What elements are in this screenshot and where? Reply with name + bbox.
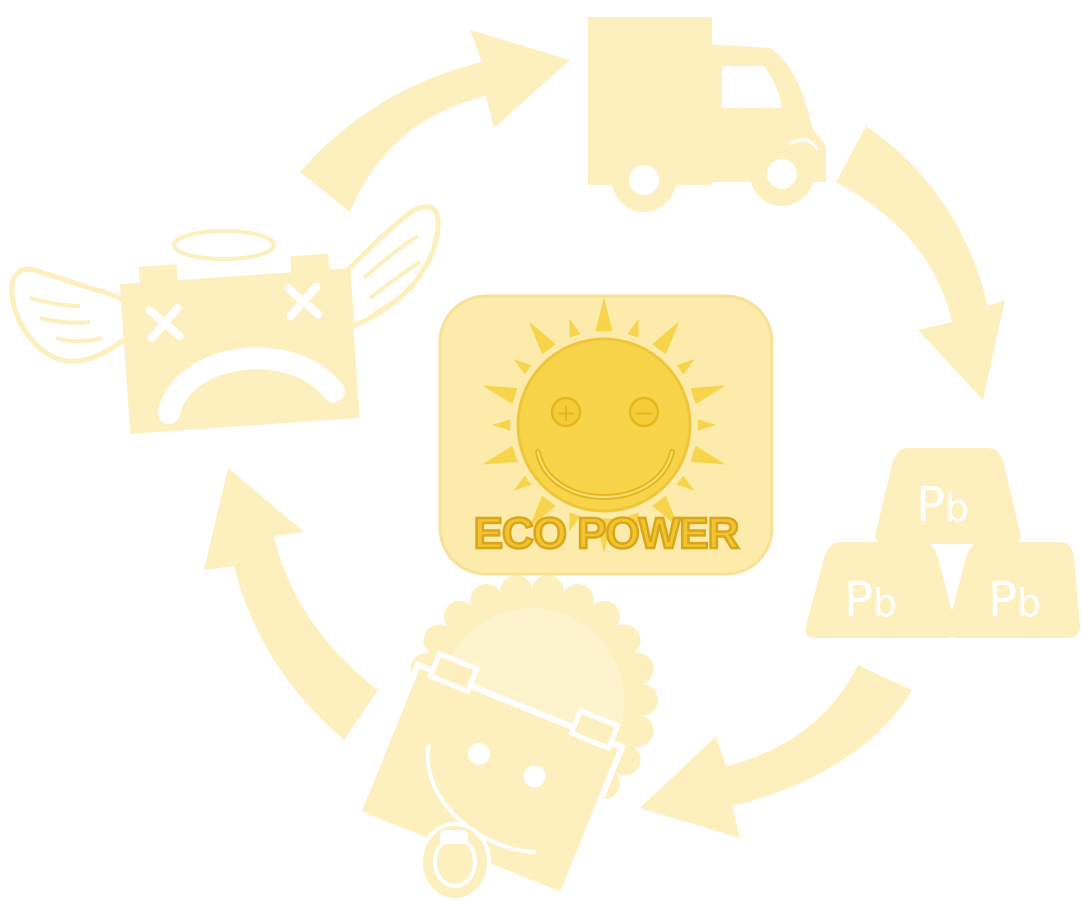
cycle-arrow-2 [836, 126, 1005, 400]
svg-text:Pb: Pb [916, 477, 969, 533]
ingot-top-sub: b [945, 486, 969, 530]
bonnet-scallop [444, 601, 476, 633]
ingot-left-sub: b [873, 581, 897, 625]
sun-icon [518, 339, 690, 511]
plus-eye-icon: + [552, 398, 580, 427]
ingot-top-symbol: P [916, 477, 945, 533]
cycle-arrow-4 [204, 468, 378, 740]
bonnet-scallop [532, 575, 564, 607]
ingot-right-symbol: P [988, 572, 1017, 628]
bonnet-scallop [470, 584, 502, 616]
ingot-left-symbol: P [844, 572, 873, 628]
lead-ingots-icon: Pb Pb Pb [805, 448, 1080, 638]
bonnet-scallop [626, 684, 658, 716]
left-wing-icon [12, 269, 130, 361]
bonnet-scallop [500, 575, 532, 607]
right-wing-icon [348, 207, 438, 326]
baby-battery-icon [358, 575, 658, 900]
svg-text:+: + [556, 399, 576, 427]
bonnet-scallop [622, 715, 654, 747]
halo-icon [174, 231, 274, 259]
bonnet-scallop [562, 584, 594, 616]
pacifier-icon [421, 824, 489, 900]
logo-text: ECO POWER [474, 509, 739, 558]
svg-text:Pb: Pb [844, 572, 897, 628]
bonnet-scallop [609, 625, 641, 657]
svg-text:Pb: Pb [988, 572, 1041, 628]
bonnet-scallop [622, 653, 654, 685]
eco-power-logo: + − ECO POWER [440, 296, 772, 574]
truck-icon [588, 17, 826, 212]
minus-eye-icon: − [630, 398, 658, 427]
ingot-right-sub: b [1017, 581, 1041, 625]
cycle-arrow-1 [300, 30, 570, 212]
svg-text:−: − [634, 399, 654, 427]
cycle-arrow-3 [640, 665, 912, 838]
angel-battery-icon [12, 207, 438, 434]
